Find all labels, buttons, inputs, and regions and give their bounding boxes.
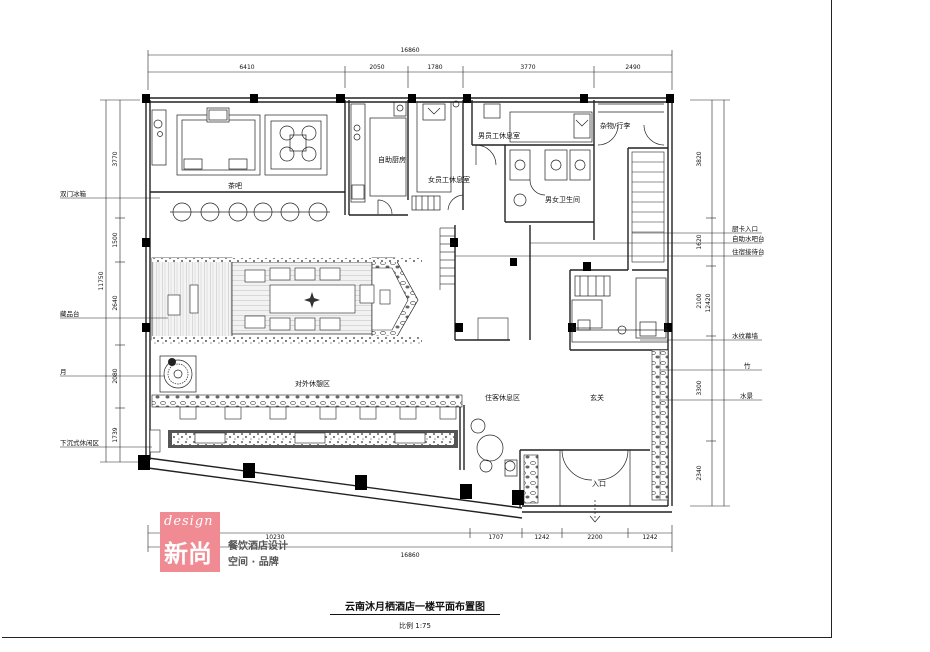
brand-tagline-2: 空间 · 品牌 bbox=[228, 557, 279, 568]
callout-collection-stand: 藏品台 bbox=[60, 309, 80, 318]
callout-sunken-lounge: 下沉式休闲区 bbox=[60, 438, 100, 447]
public-lounge-area bbox=[149, 394, 463, 453]
label-foyer: 玄关 bbox=[590, 393, 604, 402]
right-dimension-1: 3820 bbox=[696, 151, 703, 166]
label-entrance: 入口 bbox=[592, 480, 606, 488]
top-dimension-3: 1780 bbox=[427, 64, 442, 71]
callout-water-curtain-wall: 水纹幕墙 bbox=[732, 331, 759, 340]
callout-double-door-fridge: 双门冰箱 bbox=[60, 189, 87, 198]
bottom-dimension-5: 1242 bbox=[642, 534, 657, 541]
callout-bamboo: 竹 bbox=[744, 361, 751, 370]
label-restroom: 男女卫生间 bbox=[545, 195, 580, 204]
left-dimension-5: 1739 bbox=[112, 427, 119, 442]
label-public-lounge: 对外休憩区 bbox=[295, 379, 330, 388]
staircase bbox=[439, 151, 665, 341]
logo-main-text: 新尚 bbox=[164, 540, 212, 568]
label-guest-lounge: 住客休息区 bbox=[485, 393, 520, 402]
bottom-dimension-1: 10230 bbox=[265, 534, 284, 541]
callout-kitchen-card-entrance: 厨卡入口 bbox=[732, 224, 758, 233]
restroom-area bbox=[509, 149, 591, 207]
water-feature-strip bbox=[523, 349, 669, 504]
top-dimension-5: 2490 bbox=[625, 64, 640, 71]
right-dimension-2: 1620 bbox=[696, 234, 703, 249]
left-dimension-1: 3770 bbox=[112, 151, 119, 166]
entrance-doors bbox=[559, 449, 631, 523]
brand-logo: design 新尚 bbox=[160, 512, 220, 572]
guest-lounge-area bbox=[470, 418, 518, 477]
logo-design-text: design bbox=[164, 514, 214, 529]
tea-bar-area bbox=[151, 107, 330, 222]
bottom-dimension-2: 1707 bbox=[488, 534, 503, 541]
right-dimension-5: 2340 bbox=[696, 465, 703, 480]
male-staff-rest-room bbox=[475, 103, 593, 166]
right-dimension-3: 2100 bbox=[696, 293, 703, 308]
central-lounge-area bbox=[151, 257, 422, 366]
label-tea-bar: 茶吧 bbox=[228, 181, 242, 190]
callout-moon: 月 bbox=[60, 368, 67, 376]
drawing-scale: 比例 1:75 bbox=[399, 622, 431, 630]
reception-area bbox=[571, 275, 669, 343]
bottom-total-dimension: 16860 bbox=[400, 552, 419, 559]
callout-water-feature: 水景 bbox=[740, 391, 754, 400]
storage-room bbox=[597, 103, 665, 146]
top-total-dimension: 16860 bbox=[400, 47, 419, 54]
label-female-staff-rest: 女员工休息室 bbox=[428, 175, 470, 184]
female-staff-rest-room bbox=[411, 100, 464, 211]
left-total-dimension: 11750 bbox=[98, 271, 105, 290]
moon-feature bbox=[159, 355, 197, 393]
top-dimension-4: 3770 bbox=[520, 64, 535, 71]
label-male-staff-rest: 男员工休息室 bbox=[478, 131, 520, 140]
label-storage: 杂物/行李 bbox=[600, 121, 630, 130]
right-total-dimension: 12420 bbox=[705, 293, 712, 312]
brand-tagline-1: 餐饮酒店设计 bbox=[228, 541, 288, 552]
bottom-dimension-4: 2200 bbox=[587, 534, 602, 541]
left-dimension-2: 1500 bbox=[112, 232, 119, 247]
label-self-kitchen: 自助厨房 bbox=[378, 155, 406, 164]
callout-reception-desk: 住宿接待台 bbox=[732, 247, 765, 256]
drawing-title: 云南沐月栖酒店一楼平面布置图 bbox=[345, 602, 485, 613]
right-dimension-4: 3300 bbox=[696, 380, 703, 395]
title-underline bbox=[330, 614, 500, 615]
left-dimension-3: 2640 bbox=[112, 295, 119, 310]
top-dimension-2: 2050 bbox=[369, 64, 384, 71]
bottom-dimension-3: 1242 bbox=[534, 534, 549, 541]
self-kitchen-area bbox=[350, 101, 407, 215]
top-dimension-1: 6410 bbox=[239, 64, 254, 71]
callout-self-water-bar: 自助水吧台 bbox=[732, 234, 765, 243]
